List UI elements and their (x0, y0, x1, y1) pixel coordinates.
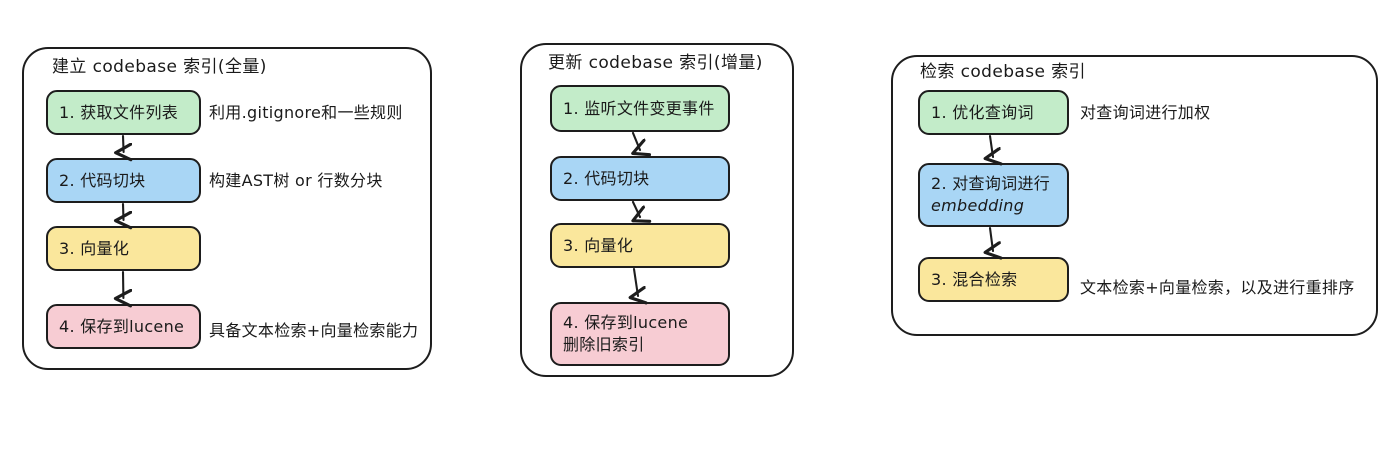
note-p1-gitignore: 利用.gitignore和一些规则 (209, 103, 403, 122)
panel-title-build-index: 建立 codebase 索引(全量) (52, 57, 267, 77)
node-p1-get-file-list[interactable]: 1. 获取文件列表 (46, 90, 201, 135)
node-p2-watch-file-events[interactable]: 1. 监听文件变更事件 (550, 85, 730, 132)
node-label-secondary: 删除旧索引 (563, 335, 645, 354)
note-p1-ast-chunking: 构建AST树 or 行数分块 (209, 171, 383, 190)
node-label: 4. 保存到lucene (563, 313, 689, 332)
node-label: 1. 获取文件列表 (59, 102, 179, 122)
node-label: 2. 代码切块 (563, 168, 650, 188)
node-label: 1. 优化查询词 (931, 102, 1034, 122)
node-p2-code-chunking[interactable]: 2. 代码切块 (550, 156, 730, 201)
node-label-secondary: embedding (931, 196, 1025, 215)
note-p1-search-capability: 具备文本检索+向量检索能力 (209, 321, 419, 340)
node-label: 3. 向量化 (563, 235, 634, 255)
panel-title-update-index: 更新 codebase 索引(增量) (548, 53, 763, 73)
node-label: 2. 代码切块 (59, 170, 146, 190)
node-label: 3. 混合检索 (931, 269, 1018, 289)
node-p3-optimize-query[interactable]: 1. 优化查询词 (918, 90, 1069, 135)
node-label: 2. 对查询词进行 (931, 174, 1051, 193)
node-label: 4. 保存到lucene (59, 316, 185, 336)
note-p3-rerank: 文本检索+向量检索，以及进行重排序 (1080, 278, 1355, 297)
node-p2-vectorize[interactable]: 3. 向量化 (550, 223, 730, 268)
node-label: 1. 监听文件变更事件 (563, 98, 715, 118)
panel-title-search-index: 检索 codebase 索引 (920, 62, 1086, 82)
node-p1-vectorize[interactable]: 3. 向量化 (46, 226, 201, 271)
node-p3-query-embedding[interactable]: 2. 对查询词进行 embedding (918, 163, 1069, 227)
note-p3-query-weighting: 对查询词进行加权 (1080, 103, 1211, 122)
node-p2-save-to-lucene[interactable]: 4. 保存到lucene 删除旧索引 (550, 302, 730, 366)
node-label: 3. 向量化 (59, 238, 130, 258)
node-p3-hybrid-search[interactable]: 3. 混合检索 (918, 257, 1069, 302)
node-p1-code-chunking[interactable]: 2. 代码切块 (46, 158, 201, 203)
node-p1-save-to-lucene[interactable]: 4. 保存到lucene (46, 304, 201, 349)
